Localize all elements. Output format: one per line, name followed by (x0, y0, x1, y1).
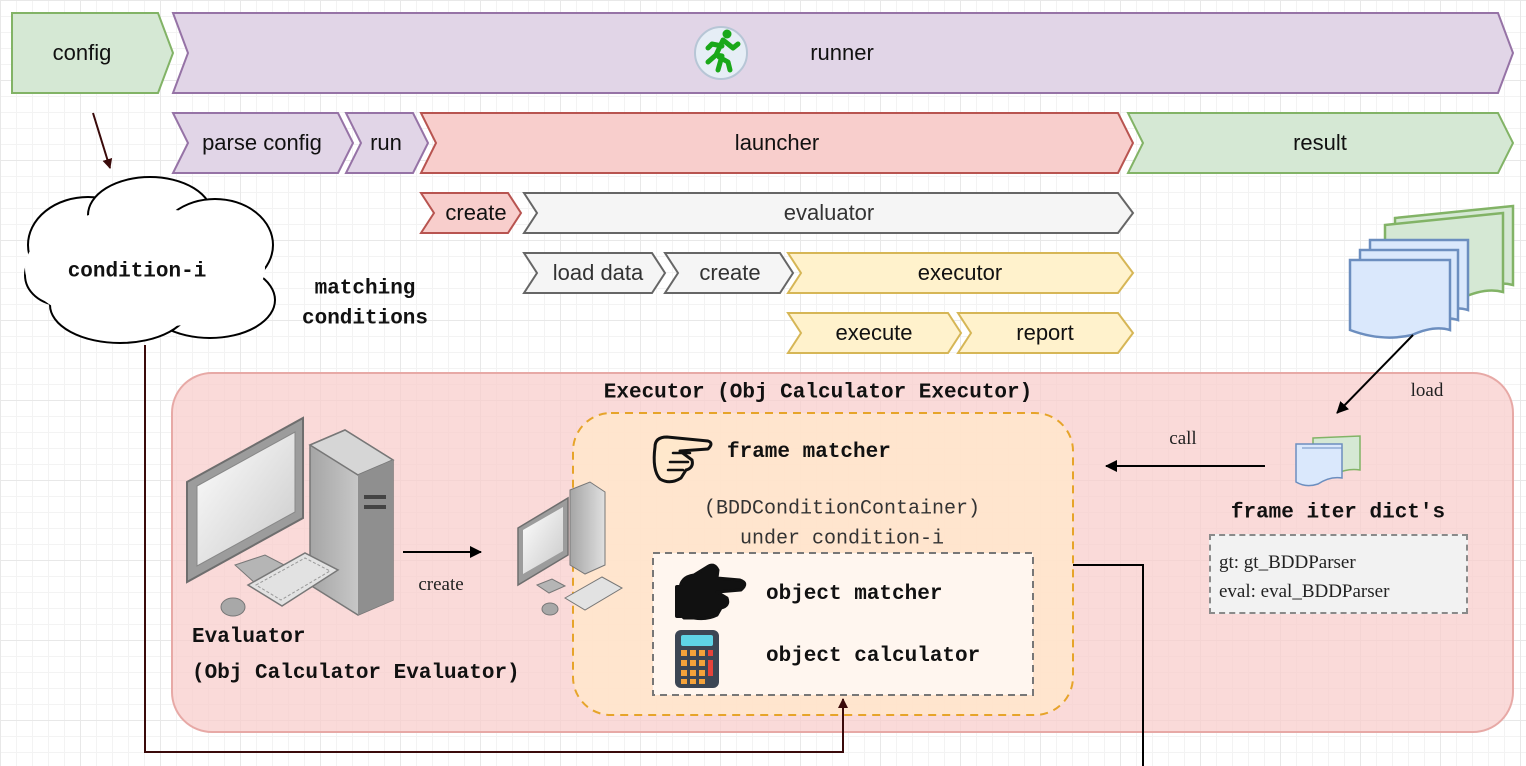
runner-step (171, 12, 1515, 94)
load-data-step (522, 252, 667, 294)
evaluator-step (522, 192, 1135, 234)
executor-label: executor (917, 260, 1003, 285)
container-label-line1: (BDDConditionContainer) (703, 497, 981, 521)
report-step (956, 312, 1135, 354)
matching-label-line2: conditions (301, 307, 429, 331)
frame-matcher-label: frame matcher (727, 441, 891, 464)
condition-to-object-connector (144, 345, 848, 753)
config-to-condition-arrow (92, 112, 113, 169)
run-label: run (370, 130, 402, 155)
container-label-line2: under condition-i (739, 527, 945, 551)
small-document-stack-icon (1295, 435, 1361, 487)
condition-label: condition-i (67, 260, 207, 284)
parser-gt-label: gt: gt_BDDParser (1219, 552, 1356, 573)
launcher-label: launcher (734, 130, 820, 155)
document-stack-icon (1348, 204, 1515, 339)
run-step (344, 112, 430, 174)
config-step (11, 12, 175, 94)
launcher-step (419, 112, 1135, 174)
execute-label: execute (835, 320, 913, 345)
evaluator-title-line2: (Obj Calculator Evaluator) (192, 662, 520, 685)
executor-title: Executor (Obj Calculator Executor) (603, 381, 1033, 405)
small-computer-icon (517, 481, 624, 616)
calculator-icon (675, 630, 719, 688)
parse-config-step (171, 112, 355, 174)
create-evaluator-label: create (445, 200, 507, 225)
result-label: result (1293, 130, 1347, 155)
evaluator-label: evaluator (783, 200, 875, 225)
create-executor-label: create (699, 260, 761, 285)
condition-cloud (24, 176, 276, 344)
load-arrow (1336, 334, 1414, 414)
parse-config-label: parse config (202, 130, 322, 155)
runner-label: runner (810, 40, 874, 65)
create-arrow-label: create (418, 574, 464, 595)
load-arrow-label: load (1410, 380, 1444, 401)
parser-box: gt: gt_BDDParser eval: eval_BDDParser (1209, 534, 1468, 614)
running-man-icon (694, 26, 748, 80)
pointing-hand-solid-icon (675, 563, 747, 621)
report-label: report (1016, 320, 1074, 345)
config-label: config (52, 40, 112, 65)
executor-step (786, 252, 1135, 294)
executor-output-connector (1073, 564, 1144, 766)
object-matcher-label: object matcher (766, 583, 943, 606)
call-arrow-label: call (1169, 428, 1197, 449)
desktop-computer-icon (186, 416, 395, 617)
result-step (1126, 112, 1515, 174)
execute-step (786, 312, 963, 354)
create-executor-step (663, 252, 795, 294)
create-evaluator-step (419, 192, 523, 234)
frame-iter-label: frame iter dict's (1230, 501, 1446, 525)
object-calculator-label: object calculator (766, 645, 981, 668)
parser-eval-label: eval: eval_BDDParser (1219, 581, 1390, 602)
pointing-hand-outline-icon (652, 435, 713, 484)
load-data-label: load data (552, 260, 644, 285)
matching-label-line1: matching (314, 277, 416, 301)
evaluator-title-line1: Evaluator (192, 626, 306, 649)
